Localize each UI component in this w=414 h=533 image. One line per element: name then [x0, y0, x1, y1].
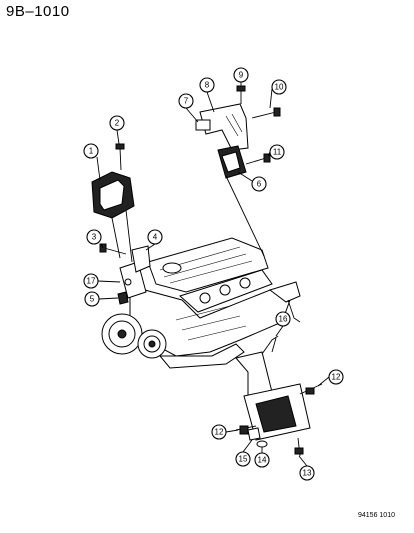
bolt-3 — [99, 243, 127, 255]
callout-12-left: 12 — [211, 424, 227, 440]
svg-text:12: 12 — [332, 373, 341, 382]
leader-lines — [96, 82, 330, 467]
callout-14: 14 — [254, 452, 270, 468]
left-engine-mount — [91, 171, 135, 263]
engine-block — [101, 237, 301, 369]
svg-text:9: 9 — [239, 71, 244, 80]
callout-10: 10 — [271, 79, 287, 95]
page-code: 9B–1010 — [6, 3, 70, 20]
callout-5: 5 — [84, 291, 100, 307]
svg-text:6: 6 — [257, 180, 262, 189]
nut-15 — [247, 427, 261, 441]
rear-mount-insulator — [243, 383, 311, 441]
callout-9: 9 — [233, 67, 249, 83]
bolt-11 — [245, 153, 271, 165]
svg-text:13: 13 — [303, 469, 312, 478]
svg-text:17: 17 — [87, 277, 96, 286]
callout-12-right: 12 — [328, 369, 344, 385]
nut-5 — [117, 291, 129, 305]
bracket-4 — [131, 245, 151, 273]
callout-15: 15 — [235, 451, 251, 467]
spacer-7 — [195, 119, 211, 131]
svg-text:2: 2 — [115, 119, 120, 128]
svg-text:5: 5 — [90, 295, 95, 304]
svg-text:4: 4 — [153, 233, 158, 242]
bolt-2 — [115, 143, 125, 171]
figure-code: 94156 1010 — [358, 512, 395, 519]
callout-17: 17 — [83, 273, 99, 289]
callout-2: 2 — [109, 115, 125, 131]
svg-text:16: 16 — [279, 315, 288, 324]
callout-11: 11 — [269, 144, 285, 160]
svg-text:14: 14 — [258, 456, 267, 465]
bolt-13 — [294, 437, 304, 457]
svg-text:11: 11 — [273, 148, 282, 157]
svg-text:1: 1 — [89, 147, 94, 156]
callout-1: 1 — [83, 143, 99, 159]
bolt-9 — [236, 85, 246, 104]
svg-text:12: 12 — [215, 428, 224, 437]
svg-text:8: 8 — [205, 81, 210, 90]
svg-text:15: 15 — [239, 455, 248, 464]
callout-16: 16 — [275, 311, 291, 327]
callout-8: 8 — [199, 77, 215, 93]
right-mount-bracket-8 — [199, 103, 249, 151]
svg-text:3: 3 — [92, 233, 97, 242]
callout-7: 7 — [178, 93, 194, 109]
washer-14 — [256, 440, 268, 448]
mount-insulator-6 — [217, 145, 265, 257]
callout-3: 3 — [86, 229, 102, 245]
callout-6: 6 — [251, 176, 267, 192]
svg-text:10: 10 — [275, 83, 284, 92]
callout-4: 4 — [147, 229, 163, 245]
svg-text:7: 7 — [184, 97, 189, 106]
bolt-10 — [251, 107, 281, 119]
callout-13: 13 — [299, 465, 315, 481]
